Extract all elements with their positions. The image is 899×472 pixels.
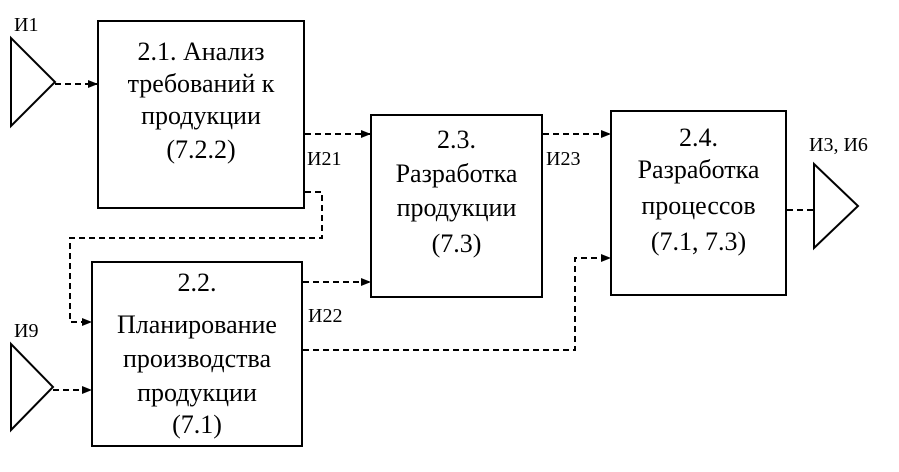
block-2-3-line-2: Разработка: [395, 159, 518, 188]
block-2-1-line-2: требований к: [127, 69, 275, 98]
label-i9: И9: [14, 320, 39, 342]
block-2-4-line-4: (7.1, 7.3): [650, 227, 747, 256]
block-2-4-line-3: процессов: [641, 191, 756, 220]
block-2-3-line-3: продукции: [396, 193, 517, 222]
block-2-2-line-5: (7.1): [172, 410, 222, 439]
block-2-1-line-4: (7.2.2): [166, 135, 236, 164]
label-i23: И23: [546, 148, 581, 170]
output-triangle-i3-i6: [813, 161, 860, 251]
block-2-3-line-4: (7.3): [431, 229, 482, 258]
label-i21: И21: [307, 148, 342, 170]
block-2-1-line-3: продукции: [141, 101, 261, 130]
arrow-2-1-to-2-2: [69, 191, 323, 326]
label-i3-i6: И3, И6: [809, 134, 868, 156]
block-2-2-line-2: Планирование: [117, 310, 277, 339]
block-2-3-line-1: 2.3.: [437, 125, 476, 154]
label-i1: И1: [14, 14, 39, 36]
block-2-1-requirements-analysis: 2.1. Анализ требований к продукции (7.2.…: [97, 20, 305, 209]
block-2-4-line-2: Разработка: [637, 155, 760, 184]
block-2-2-line-3: производства: [122, 344, 272, 373]
block-2-3-product-development: 2.3. Разработка продукции (7.3): [370, 114, 543, 298]
block-2-2-line-1: 2.2.: [177, 268, 217, 297]
block-2-1-line-1: 2.1. Анализ: [137, 37, 265, 66]
arrow-2-2-to-2-4: [303, 254, 611, 351]
block-2-2-line-4: продукции: [137, 378, 257, 407]
block-2-4-process-development: 2.4. Разработка процессов (7.1, 7.3): [610, 110, 787, 296]
block-2-2-production-planning: 2.2. Планирование производства продукции…: [91, 261, 303, 447]
label-i22: И22: [308, 305, 343, 327]
input-triangle-i1: [10, 35, 57, 129]
input-triangle-i9: [10, 341, 55, 433]
block-2-4-line-1: 2.4.: [679, 123, 718, 152]
